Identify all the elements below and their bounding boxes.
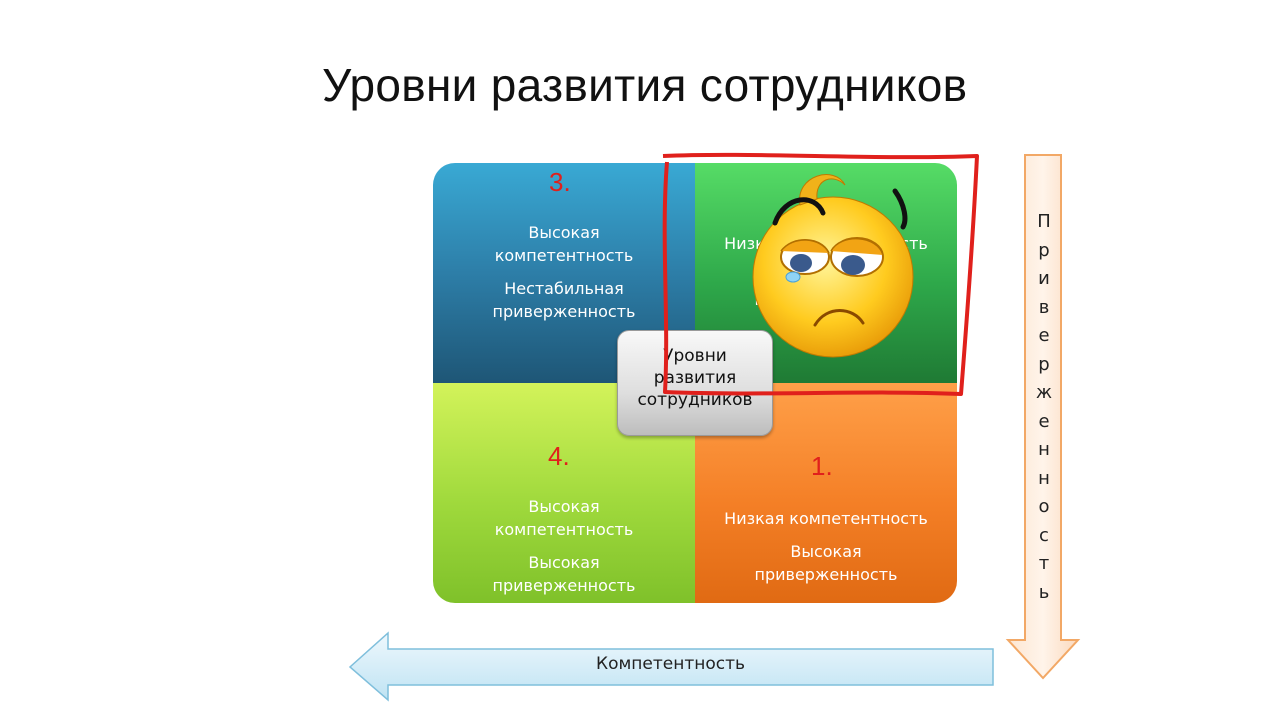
vertical-axis-letter: в <box>1038 296 1050 318</box>
quadrant-4: 4. Высокая компетентность Высокая привер… <box>433 383 695 603</box>
horizontal-axis-label: Компетентность <box>596 654 746 674</box>
quadrant-4-line-4: приверженность <box>492 576 636 595</box>
quadrant-4-line-1: Высокая <box>528 497 600 516</box>
quadrant-3-line-3: Нестабильная <box>504 279 624 298</box>
vertical-axis-letter: т <box>1038 553 1050 574</box>
quadrant-4-line-3: Высокая <box>528 553 600 572</box>
quadrant-1-line-3: приверженность <box>754 565 898 584</box>
quadrant-1-line-1: Низкая компетентность <box>724 509 928 528</box>
vertical-axis-letter: р <box>1038 239 1050 261</box>
center-line-2: развития <box>653 368 737 388</box>
sad-smiley-icon <box>752 174 914 358</box>
vertical-axis-letter: р <box>1038 353 1050 375</box>
vertical-axis-letter: ь <box>1038 581 1050 603</box>
quadrant-4-number: 4. <box>548 441 570 471</box>
vertical-axis-letter: с <box>1039 524 1049 546</box>
quadrant-3-line-2: компетентность <box>494 246 634 265</box>
center-box: Уровни развития сотрудников <box>617 330 773 436</box>
quadrant-3-line-1: Высокая <box>528 223 600 242</box>
vertical-axis-letter: н <box>1038 467 1050 489</box>
vertical-axis-letter: ж <box>1035 382 1053 403</box>
page-title: Уровни развития сотрудников <box>322 59 968 111</box>
vertical-arrow <box>1005 154 1081 680</box>
quadrant-3-line-4: приверженность <box>492 302 636 321</box>
vertical-axis-letter: е <box>1038 410 1050 432</box>
vertical-axis-letter: и <box>1038 268 1050 289</box>
vertical-axis-letter: П <box>1037 211 1051 232</box>
vertical-axis-letter: н <box>1038 439 1050 460</box>
quadrant-4-line-2: компетентность <box>494 520 634 539</box>
quadrant-3-number: 3. <box>549 167 571 197</box>
highlight-frame <box>662 152 979 396</box>
center-line-1: Уровни <box>663 346 727 366</box>
vertical-axis-letter: о <box>1038 496 1050 517</box>
quadrant-1-number: 1. <box>811 451 833 481</box>
horizontal-arrow <box>348 631 994 702</box>
quadrant-1-line-2: Высокая <box>790 542 862 561</box>
vertical-axis-letter: е <box>1038 325 1050 346</box>
